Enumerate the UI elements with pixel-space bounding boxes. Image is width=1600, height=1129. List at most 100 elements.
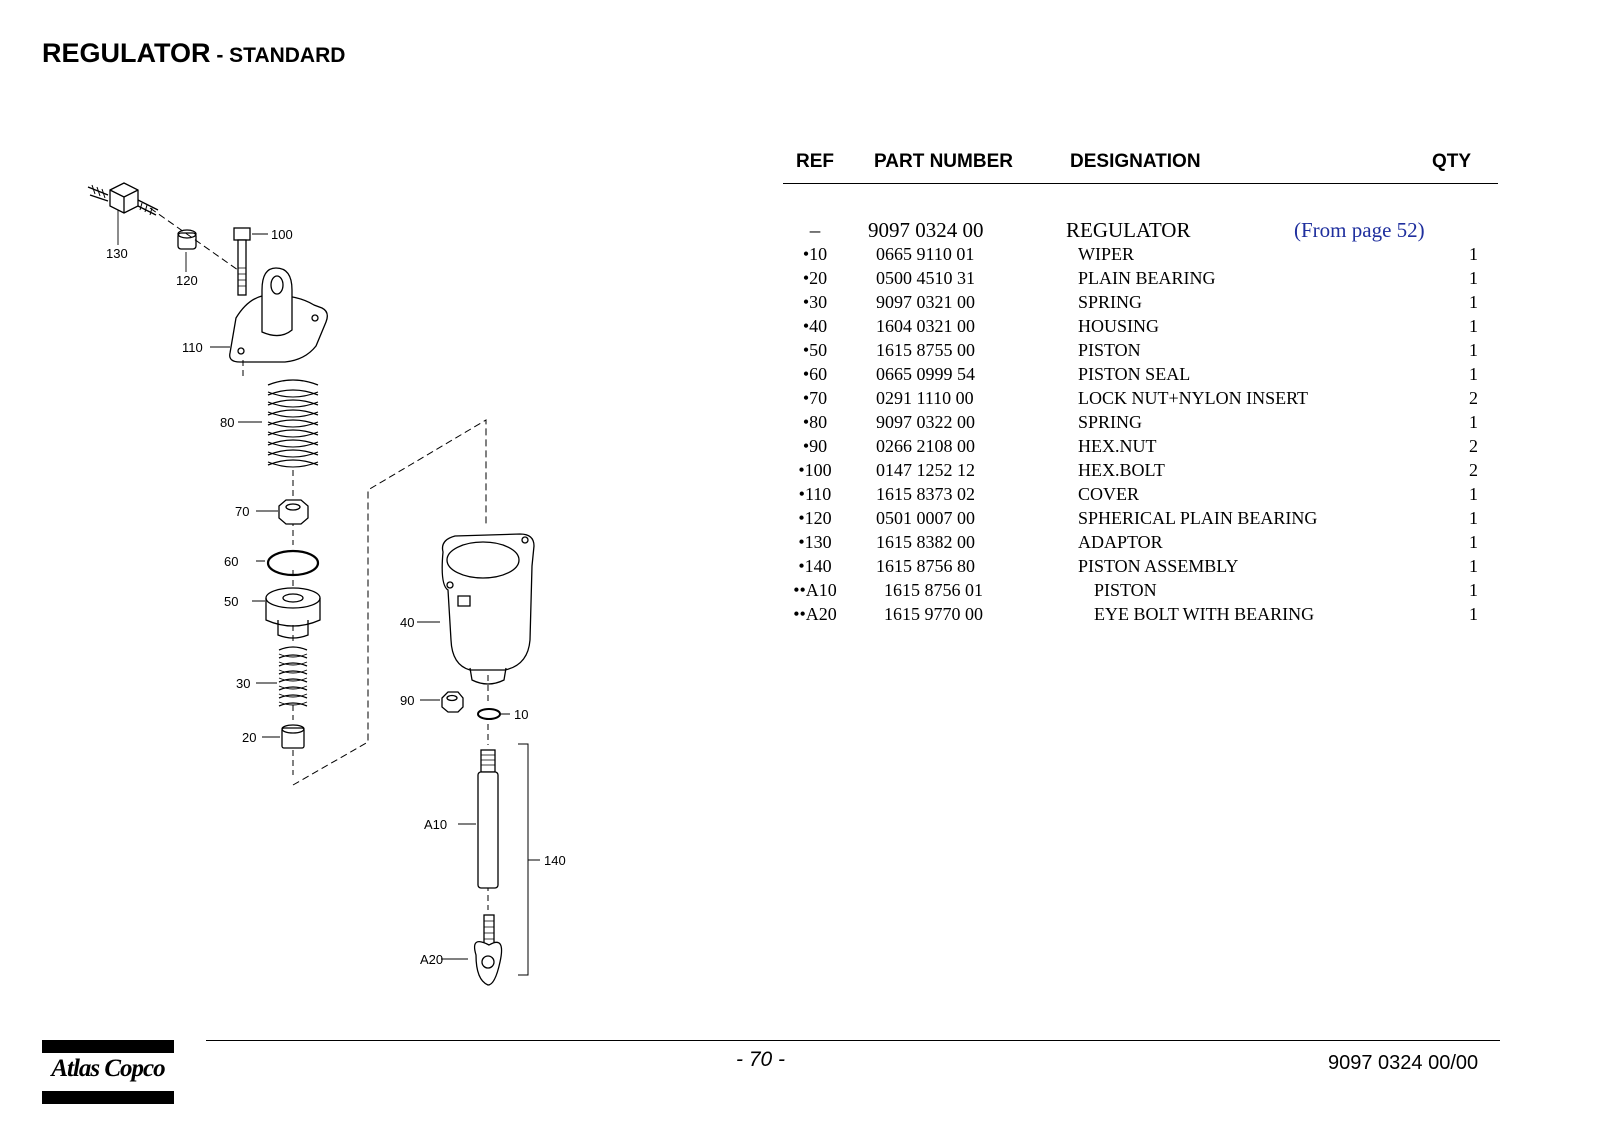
row-qty: 1 — [1469, 484, 1478, 504]
row-ref: •110 — [798, 484, 832, 504]
row-designation: PLAIN BEARING — [1078, 268, 1216, 288]
bearing-120-drawing — [177, 229, 197, 250]
row-part-number: 0665 0999 54 — [876, 364, 975, 384]
row-qty: 1 — [1469, 412, 1478, 432]
diagram-label: 10 — [514, 707, 528, 722]
row-designation: HEX.BOLT — [1078, 460, 1165, 480]
row-designation: PISTON ASSEMBLY — [1078, 556, 1239, 576]
row-part-number: 1615 8373 02 — [876, 484, 975, 504]
row-part-number: 1615 9770 00 — [884, 604, 983, 624]
row-designation: REGULATOR — [1066, 218, 1191, 242]
atlas-copco-logo: Atlas Copco — [42, 1040, 174, 1104]
page-title-sub: - STANDARD — [210, 44, 346, 67]
row-qty: 2 — [1469, 460, 1478, 480]
cover-110-drawing — [229, 267, 328, 363]
diagram-label: 120 — [176, 273, 198, 288]
spring-80-drawing — [267, 379, 319, 468]
diagram-label: 140 — [544, 853, 566, 868]
row-qty: 2 — [1469, 436, 1478, 456]
row-designation: SPHERICAL PLAIN BEARING — [1078, 508, 1318, 528]
diagram-label: 90 — [400, 693, 414, 708]
row-part-number: 9097 0324 00 — [868, 218, 984, 242]
row-ref: •50 — [802, 340, 828, 360]
row-designation: SPRING — [1078, 292, 1143, 312]
row-qty: 1 — [1469, 604, 1478, 624]
table-header-rule — [783, 183, 1498, 184]
row-qty: 1 — [1469, 268, 1478, 288]
diagram-label: 30 — [236, 676, 250, 691]
row-part-number: 1615 8755 00 — [876, 340, 975, 360]
diagram-label: 50 — [224, 594, 238, 609]
page-number: - 70 - — [736, 1048, 786, 1071]
row-qty: 1 — [1469, 580, 1478, 600]
header-ref: REF — [796, 151, 834, 172]
row-part-number: 1615 8382 00 — [876, 532, 975, 552]
row-part-number: 0501 0007 00 — [876, 508, 975, 528]
lock-nut-70-drawing — [278, 499, 309, 525]
table-header: REF PART NUMBER DESIGNATION QTY — [780, 147, 1500, 183]
row-designation: SPRING — [1078, 412, 1143, 432]
row-ref: •10 — [802, 244, 828, 264]
row-part-number: 9097 0322 00 — [876, 412, 975, 432]
row-ref: •120 — [798, 508, 832, 528]
row-qty: 1 — [1469, 292, 1478, 312]
diagram-label: 40 — [400, 615, 414, 630]
row-ref: •20 — [802, 268, 828, 288]
row-qty: 1 — [1469, 340, 1478, 360]
housing-40-drawing — [441, 533, 535, 685]
page-title-main: REGULATOR — [42, 38, 211, 68]
row-qty: 1 — [1469, 508, 1478, 528]
row-qty: 1 — [1469, 556, 1478, 576]
row-designation: COVER — [1078, 484, 1140, 504]
row-ref: •100 — [798, 460, 832, 480]
parts-table: REF PART NUMBER DESIGNATION QTY — [780, 147, 1500, 183]
row-designation: HEX.NUT — [1078, 436, 1157, 456]
row-designation: ADAPTOR — [1078, 532, 1163, 552]
row-designation: WIPER — [1078, 244, 1134, 264]
row-ref: ••A10 — [793, 580, 837, 600]
diagram-label: 60 — [224, 554, 238, 569]
row-part-number: 0147 1252 12 — [876, 460, 975, 480]
diagram-label: 20 — [242, 730, 256, 745]
diagram-label: A20 — [420, 952, 443, 967]
diagram-label: 110 — [182, 340, 203, 355]
diagram-label: A10 — [424, 817, 447, 832]
row-part-number: 9097 0321 00 — [876, 292, 975, 312]
row-designation: PISTON — [1094, 580, 1157, 600]
row-designation: EYE BOLT WITH BEARING — [1094, 604, 1315, 624]
row-qty: 1 — [1469, 532, 1478, 552]
diagram-label: 100 — [271, 227, 293, 242]
logo-text: Atlas Copco — [51, 1055, 165, 1082]
bolt-100-drawing — [233, 227, 251, 296]
plain-bearing-20-drawing — [281, 724, 305, 749]
row-qty: 1 — [1469, 244, 1478, 264]
row-ref: •130 — [798, 532, 832, 552]
eye-bolt-a20-drawing — [473, 914, 503, 986]
row-qty: 2 — [1469, 388, 1478, 408]
row-part-number: 1615 8756 01 — [884, 580, 983, 600]
from-page-link[interactable]: (From page 52) — [1294, 218, 1425, 242]
wiper-10-drawing — [477, 708, 501, 720]
row-part-number: 1615 8756 80 — [876, 556, 975, 576]
row-ref: •60 — [802, 364, 828, 384]
row-ref: ••A20 — [793, 604, 837, 624]
diagram-label: 70 — [235, 504, 249, 519]
row-ref: •70 — [802, 388, 828, 408]
row-designation: LOCK NUT+NYLON INSERT — [1078, 388, 1309, 408]
piston-seal-60-drawing — [266, 549, 320, 577]
page-title: REGULATOR - STANDARD — [42, 38, 345, 69]
logo-bottom-bar — [42, 1091, 174, 1104]
row-ref: •40 — [802, 316, 828, 336]
exploded-parts-diagram: 130 120 100 110 80 70 60 50 30 20 40 90 … — [87, 182, 566, 986]
row-ref: •80 — [802, 412, 828, 432]
piston-rod-a10-drawing — [477, 749, 499, 889]
row-part-number: 0291 1110 00 — [876, 388, 974, 408]
logo-top-bar — [42, 1040, 174, 1053]
piston-50-drawing — [265, 587, 321, 639]
row-qty: 1 — [1469, 364, 1478, 384]
row-qty: 1 — [1469, 316, 1478, 336]
diagram-label: 130 — [106, 246, 128, 261]
header-designation: DESIGNATION — [1070, 151, 1201, 172]
header-qty: QTY — [1432, 151, 1472, 172]
row-ref: •30 — [802, 292, 828, 312]
